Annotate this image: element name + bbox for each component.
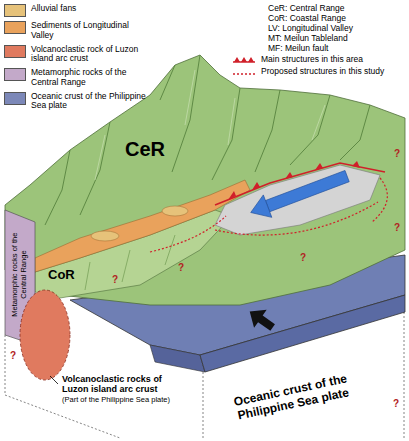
dotted-line-sample (232, 67, 256, 77)
legend-text: Volcanoclastic rock of Luzon island arc … (31, 45, 146, 65)
legend-item: Metamorphic rocks of the Central Range (4, 68, 149, 88)
legend-text: Oceanic crust of the Philippine Sea plat… (31, 92, 146, 112)
question-mark: ? (394, 148, 400, 160)
abbreviation-key: CeR: Central Range (268, 4, 345, 14)
legend-swatch (4, 21, 26, 34)
legend-text: Alluvial fans (31, 4, 146, 14)
legend-colors: Alluvial fansSediments of Longitudinal V… (4, 4, 149, 115)
legend-text: Proposed structures in this study (261, 67, 401, 77)
abbreviation-key: MF: Meilun fault (268, 44, 328, 54)
legend-item: Oceanic crust of the Philippine Sea plat… (4, 92, 149, 112)
legend-text: Main structures in this area (261, 55, 401, 65)
abbreviation-key: CoR: Coastal Range (268, 14, 346, 24)
legend-item: Alluvial fans (4, 4, 149, 17)
map-label: CoR (48, 268, 75, 283)
abbreviation-key: LV: Longitudinal Valley (268, 24, 353, 34)
abbreviation-key: MT: Meilun Tableland (268, 34, 348, 44)
map-label: CeR (125, 138, 165, 161)
map-label: Oceanic crust of the Philippine Sea plat… (211, 368, 373, 428)
thrust-line-sample (232, 55, 256, 65)
legend-text: Metamorphic rocks of the Central Range (31, 68, 146, 88)
legend-structures: Main structures in this areaProposed str… (232, 55, 404, 79)
legend-item: Proposed structures in this study (232, 67, 404, 77)
question-mark: ? (394, 222, 400, 234)
legend-text: Sediments of Longitudinal Valley (31, 21, 146, 41)
legend-swatch (4, 45, 26, 58)
legend-item: Main structures in this area (232, 55, 404, 65)
question-mark: ? (178, 262, 184, 274)
legend-item: Sediments of Longitudinal Valley (4, 21, 149, 41)
question-mark: ? (10, 350, 16, 362)
question-mark: ? (393, 398, 399, 410)
question-mark: ? (112, 274, 118, 286)
legend-swatch (4, 68, 26, 81)
map-label: (Part of the Philippine Sea plate) (62, 396, 192, 405)
map-label: Metamorphic rocks of the Central Range (11, 220, 28, 330)
map-label: Volcanoclastic rocks of Luzon island arc… (62, 374, 177, 395)
legend-swatch (4, 92, 26, 105)
legend-item: Volcanoclastic rock of Luzon island arc … (4, 45, 149, 65)
legend-swatch (4, 4, 26, 17)
question-mark: ? (300, 252, 306, 264)
